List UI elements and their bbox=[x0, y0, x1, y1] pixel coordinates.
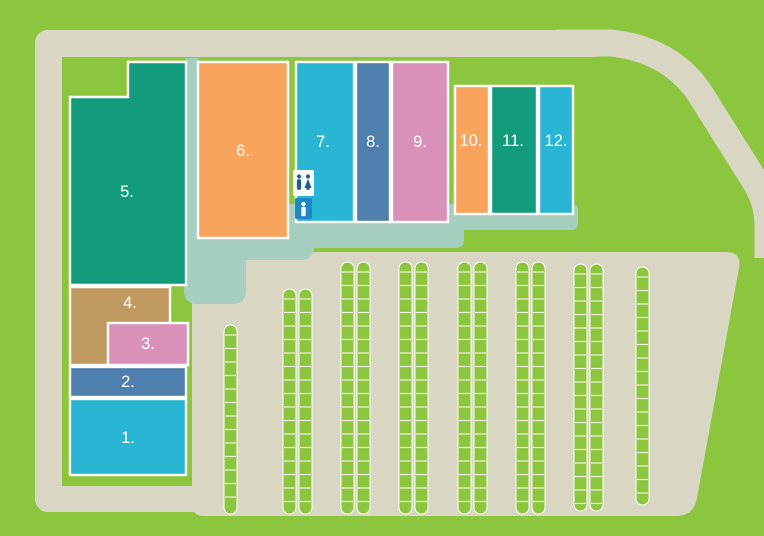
store-label-7: 7. bbox=[316, 133, 330, 151]
accessible-restroom-icon bbox=[295, 198, 312, 219]
store-shape-6 bbox=[196, 60, 290, 240]
store-label-1: 1. bbox=[121, 429, 135, 447]
store-label-6: 6. bbox=[236, 142, 250, 160]
parking-row-strip bbox=[340, 261, 355, 515]
store-block-1: 1. bbox=[68, 397, 188, 477]
store-label-10: 10. bbox=[460, 132, 483, 150]
perimeter-road-left bbox=[35, 30, 62, 512]
store-block-8: 8. bbox=[354, 60, 392, 224]
parking-rows-layer bbox=[223, 261, 650, 515]
store-block-2: 2. bbox=[68, 365, 188, 399]
parking-row-strip bbox=[298, 288, 313, 515]
parking-row-strip bbox=[414, 261, 429, 515]
parking-row-strip bbox=[635, 266, 650, 506]
store-block-11: 11. bbox=[489, 84, 539, 216]
accessible-icon-figure bbox=[301, 201, 306, 217]
store-shape-1 bbox=[68, 397, 188, 477]
store-block-3: 3. bbox=[106, 321, 190, 367]
perimeter-road-top bbox=[35, 30, 607, 57]
store-shape-8 bbox=[354, 60, 392, 224]
store-shape-7 bbox=[294, 60, 356, 224]
restroom-icon-figures bbox=[296, 174, 312, 190]
restroom-man-body bbox=[296, 179, 302, 190]
store-label-3: 3. bbox=[141, 335, 155, 353]
store-label-5: 5. bbox=[120, 183, 134, 201]
store-block-6: 6. bbox=[196, 60, 290, 240]
restroom-man-head bbox=[296, 174, 302, 179]
store-block-12: 12. bbox=[537, 84, 575, 216]
access-road bbox=[556, 29, 764, 258]
store-block-9: 9. bbox=[390, 60, 450, 224]
walkway-gap-strip bbox=[184, 58, 200, 228]
parking-row-strip bbox=[473, 261, 488, 515]
parking-row-strip bbox=[531, 261, 546, 515]
store-shape-12 bbox=[537, 84, 575, 216]
parking-row-strip bbox=[282, 288, 297, 515]
store-label-4: 4. bbox=[123, 294, 137, 312]
accessible-figure-body bbox=[301, 206, 306, 217]
store-label-2: 2. bbox=[121, 373, 135, 391]
store-label-9: 9. bbox=[413, 133, 427, 151]
store-label-8: 8. bbox=[366, 133, 380, 151]
parking-row-strip bbox=[223, 324, 238, 515]
store-block-10: 10. bbox=[453, 84, 491, 216]
store-shape-2 bbox=[68, 365, 188, 399]
store-shape-9 bbox=[390, 60, 450, 224]
restroom-icon bbox=[293, 170, 314, 196]
parking-row-strip bbox=[457, 261, 472, 515]
parking-row-strip bbox=[398, 261, 413, 515]
store-shape-11 bbox=[489, 84, 539, 216]
parking-row-strip bbox=[515, 261, 530, 515]
restroom-icon-box bbox=[293, 170, 314, 196]
store-shape-10 bbox=[453, 84, 491, 216]
store-shape-5 bbox=[68, 60, 188, 287]
store-label-12: 12. bbox=[545, 132, 568, 150]
store-block-5: 5. bbox=[68, 60, 188, 287]
restroom-woman-head bbox=[305, 174, 311, 179]
store-label-11: 11. bbox=[502, 132, 524, 150]
accessible-figure-head bbox=[301, 201, 306, 207]
store-shape-3 bbox=[106, 321, 190, 367]
parking-row-strip bbox=[356, 261, 371, 515]
restroom-woman-body bbox=[304, 178, 312, 188]
store-block-7: 7. bbox=[294, 60, 356, 224]
restroom-woman-legs bbox=[306, 186, 310, 190]
